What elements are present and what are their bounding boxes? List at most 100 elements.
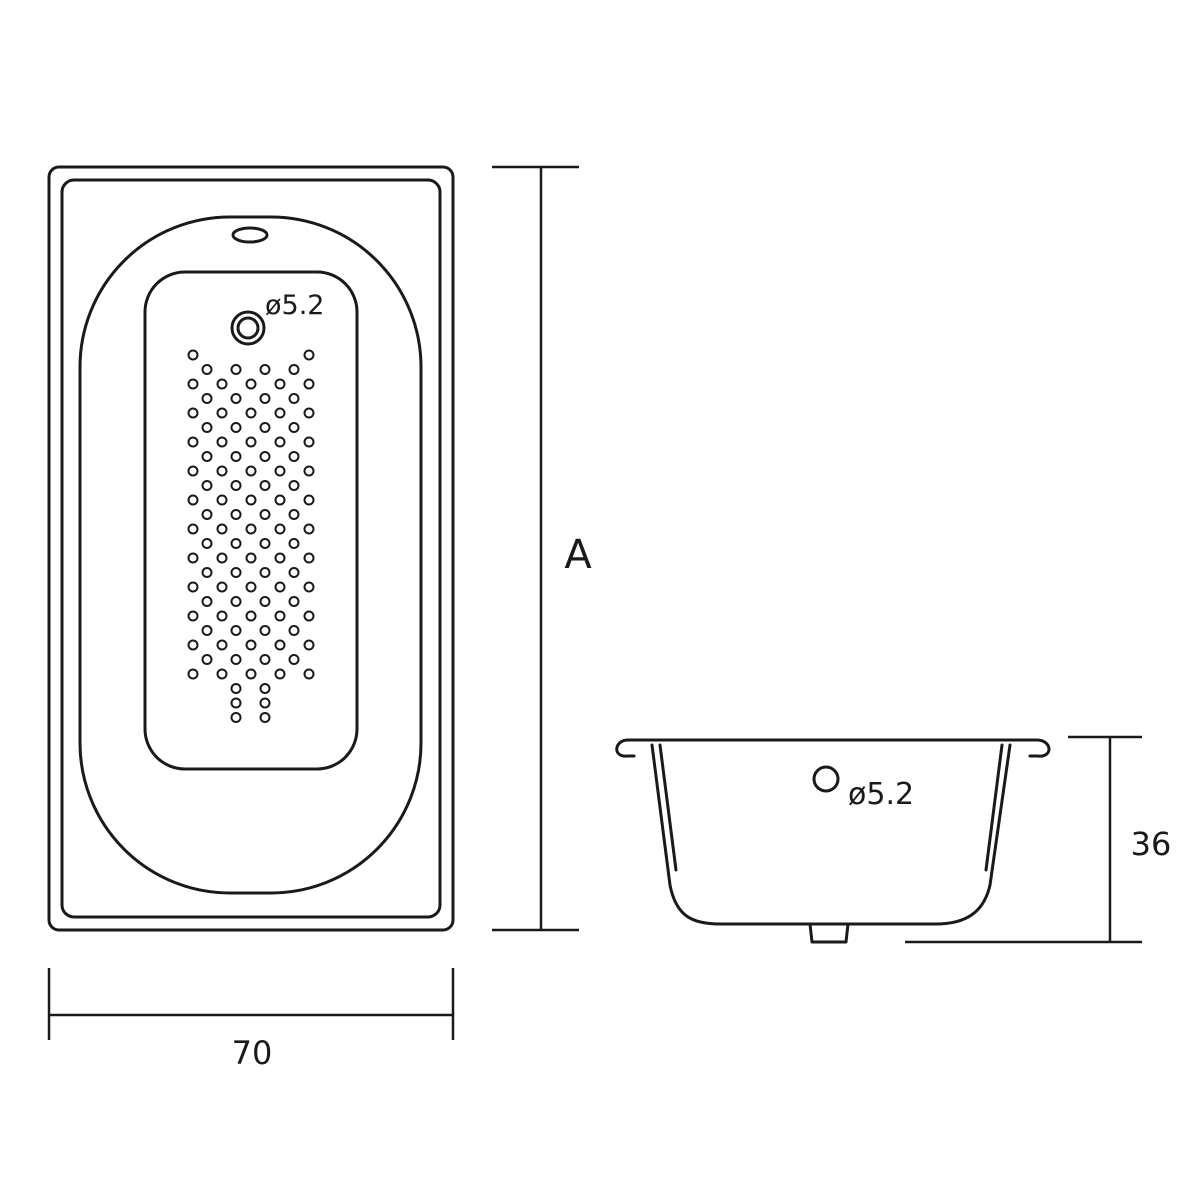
anti-slip-dot [201,451,213,462]
anti-slip-dot [187,552,199,564]
anti-slip-dot [303,552,315,564]
anti-slip-dot [230,654,242,665]
anti-slip-dot [259,509,271,520]
anti-slip-dot [303,610,315,622]
anti-slip-dot [230,364,242,375]
anti-slip-dot [201,567,213,578]
side-drain-hole [812,765,840,793]
anti-slip-dot [274,494,286,506]
anti-slip-dot [303,581,315,593]
side-rim-left-lip [615,738,636,758]
anti-slip-dot [216,465,228,477]
anti-slip-dot [259,625,271,636]
anti-slip-dot [201,509,213,520]
anti-slip-dot [230,480,242,491]
anti-slip-dot [230,451,242,462]
anti-slip-dot [303,465,315,477]
anti-slip-dot-pattern [187,349,315,723]
anti-slip-dot [187,668,199,680]
anti-slip-dot [274,465,286,477]
anti-slip-dot [274,639,286,651]
anti-slip-dot [187,378,199,390]
side-basin-inner-wall-right [984,743,1004,872]
anti-slip-dot [187,523,199,535]
side-rim-right-lip [1028,738,1051,758]
anti-slip-dot [259,596,271,607]
tub-basin-outline [78,215,423,895]
side-view: ø5.2 [615,738,1051,944]
anti-slip-dot [201,596,213,607]
anti-slip-dot [303,407,315,419]
anti-slip-dot [303,436,315,448]
anti-slip-dot [187,581,199,593]
anti-slip-dot [259,567,271,578]
anti-slip-dot [230,393,242,404]
anti-slip-dot [259,422,271,433]
anti-slip-dot [187,407,199,419]
tub-inner-rim [60,178,442,919]
anti-slip-dot [245,523,257,535]
anti-slip-dot [245,465,257,477]
depth-dimension: 36 [905,735,1172,944]
anti-slip-dot [201,422,213,433]
side-basin-inner-wall-left [658,743,678,872]
anti-slip-dot [259,712,271,723]
anti-slip-dot [230,567,242,578]
anti-slip-dot [274,436,286,448]
tub-floor-panel [143,270,359,771]
anti-slip-dot [303,378,315,390]
anti-slip-dot [187,349,199,361]
length-dimension: A [492,165,592,932]
depth-dimension-label: 36 [1131,825,1172,863]
anti-slip-dot [216,436,228,448]
anti-slip-dot [216,610,228,622]
anti-slip-dot [230,712,242,723]
anti-slip-dot [303,639,315,651]
side-drain-outlet [808,922,850,944]
anti-slip-dot [230,422,242,433]
anti-slip-dot [288,480,300,491]
anti-slip-dot [288,538,300,549]
anti-slip-dot [245,552,257,564]
anti-slip-dot [230,625,242,636]
anti-slip-dot [216,639,228,651]
anti-slip-dot [259,697,271,709]
anti-slip-dot [230,509,242,520]
anti-slip-dot [288,393,300,404]
width-dimension-label: 70 [232,1034,273,1072]
anti-slip-dot [259,393,271,404]
top-view: ø5.2 [47,165,455,932]
anti-slip-dot [288,654,300,665]
anti-slip-dot [259,480,271,491]
anti-slip-dot [216,668,228,680]
anti-slip-dot [274,407,286,419]
anti-slip-dot [201,480,213,491]
anti-slip-dot [216,581,228,593]
anti-slip-dot [187,465,199,477]
anti-slip-dot [245,639,257,651]
anti-slip-dot [303,494,315,506]
anti-slip-dot [259,538,271,549]
anti-slip-dot [259,654,271,665]
anti-slip-dot [245,610,257,622]
anti-slip-dot [201,538,213,549]
anti-slip-dot [303,349,315,361]
tub-outer-rim [47,165,455,932]
anti-slip-dot [245,494,257,506]
anti-slip-dot [303,668,315,680]
anti-slip-dot [201,364,213,375]
anti-slip-dot [274,523,286,535]
anti-slip-dot [245,668,257,680]
anti-slip-dot [288,625,300,636]
anti-slip-dot [201,654,213,665]
anti-slip-dot [187,494,199,506]
anti-slip-dot [288,364,300,375]
anti-slip-dot [288,596,300,607]
anti-slip-dot [201,393,213,404]
anti-slip-dot [230,538,242,549]
anti-slip-dot [245,407,257,419]
anti-slip-dot [288,422,300,433]
anti-slip-dot [288,451,300,462]
drain-hole [230,310,266,346]
